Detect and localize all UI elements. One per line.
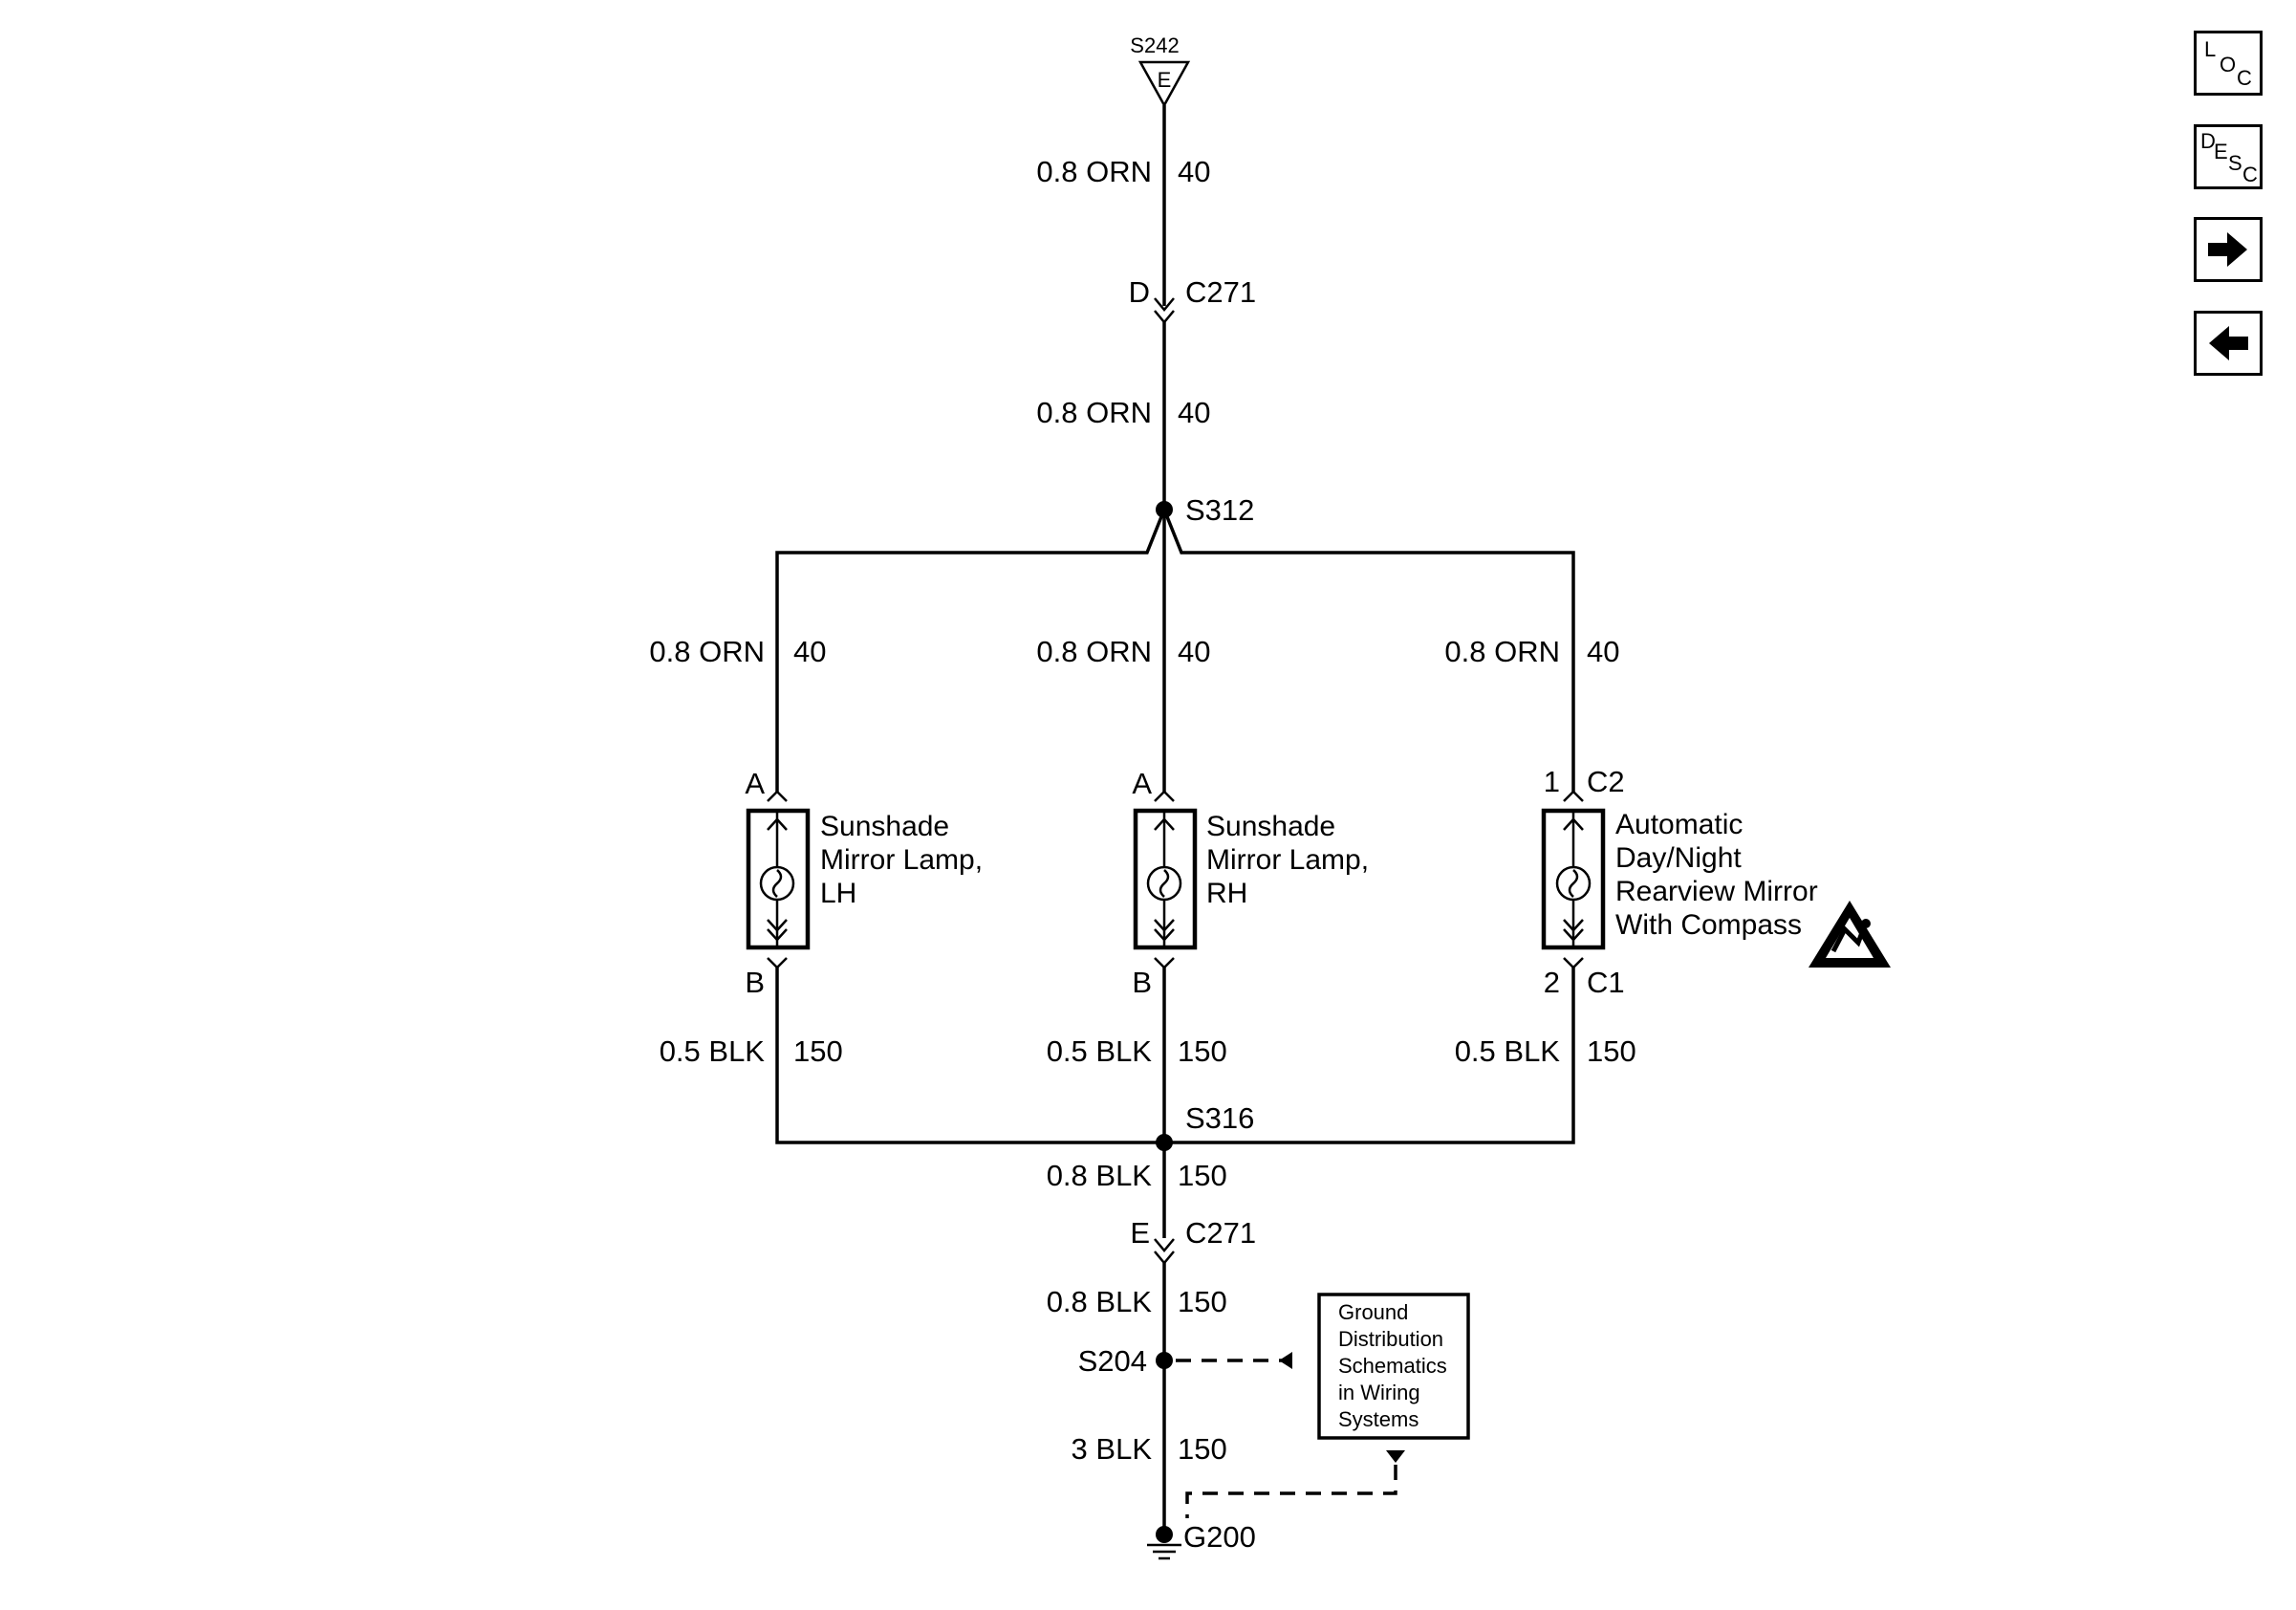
wire-center-upper-circuit: 40 [1178,635,1210,668]
c271-lower-name: C271 [1185,1216,1256,1250]
wire-bottom-1-circuit: 150 [1178,1159,1227,1192]
wire-bottom-3-circuit: 150 [1178,1432,1227,1466]
connector-c271-lower: E C271 [1130,1216,1256,1265]
wire-top-2-gauge: 0.8 ORN [1036,396,1152,429]
loc-letter-c: C [2237,66,2252,90]
wire-left-upper-circuit: 40 [793,635,826,668]
s242-pin: E [1158,68,1172,92]
reference-note-ground-distribution[interactable]: Ground Distribution Schematics in Wiring… [1317,1293,1470,1440]
ground-icon [1147,1543,1181,1560]
left-arrow-icon [2209,326,2248,360]
wire-center-lower-gauge: 0.5 BLK [1047,1034,1153,1068]
ground-label: G200 [1183,1520,1256,1554]
wire-center-upper-gauge: 0.8 ORN [1036,635,1152,668]
desc-letter-s: S [2228,151,2242,175]
splice-s204-label: S204 [1078,1344,1147,1378]
wire-left-branch-upper [775,509,1166,792]
desc-letter-d: D [2200,129,2216,153]
splice-s316-label: S316 [1185,1101,1254,1135]
wire-bottom-2-gauge: 0.8 BLK [1047,1285,1153,1318]
note-line3: Schematics [1338,1354,1447,1378]
component-auto-day-night-mirror: 1 C2 2 C1 Automatic Day/Night Rearview M… [1541,765,1818,999]
component-lh-line2: Mirror Lamp, [820,844,983,876]
note-line5: Systems [1338,1407,1419,1431]
wire-bottom-3-gauge: 3 BLK [1072,1432,1153,1466]
left-bottom-pin: B [745,966,765,999]
s242-label: S242 [1130,33,1179,57]
component-sunshade-lamp-rh: A B Sunshade Mirror Lamp, RH [1132,767,1369,999]
next-button[interactable] [2194,217,2263,282]
prev-button[interactable] [2194,311,2263,376]
right-bottom-connector: C1 [1587,966,1625,999]
desc-letter-c: C [2242,163,2258,186]
component-rh-line1: Sunshade [1206,811,1335,842]
right-arrow-icon [2208,232,2247,267]
component-mirror-line3: Rearview Mirror [1615,876,1818,907]
desc-button[interactable]: D E S C [2194,124,2263,189]
wire-top-1-gauge: 0.8 ORN [1036,155,1152,188]
wire-bottom-1-gauge: 0.8 BLK [1047,1159,1153,1192]
wire-right-branch-upper [1162,509,1575,792]
component-rh-line3: RH [1206,878,1247,909]
right-top-pin: 1 [1544,765,1560,798]
loc-button[interactable]: L O C [2194,31,2263,96]
ref-arrow-up [1386,1450,1405,1463]
esd-warning-icon [1809,901,1891,968]
ref-arrow-left [1279,1352,1292,1369]
wire-left-upper-gauge: 0.8 ORN [649,635,765,668]
wire-center-lower-circuit: 150 [1178,1034,1227,1068]
component-sunshade-lamp-lh: A B Sunshade Mirror Lamp, LH [745,767,983,999]
splice-triangle [1137,60,1191,108]
connector-c271-upper: D C271 [1129,275,1256,324]
right-top-connector: C2 [1587,765,1625,798]
center-bottom-pin: B [1132,966,1152,999]
note-line2: Distribution [1338,1327,1443,1351]
left-top-pin: A [745,767,765,800]
wire-right-lower-gauge: 0.5 BLK [1455,1034,1561,1068]
loc-letter-o: O [2220,53,2237,76]
component-mirror-line2: Day/Night [1615,842,1742,874]
splice-s204-dot [1156,1352,1173,1369]
wire-left-lower-gauge: 0.5 BLK [660,1034,766,1068]
c271-lower-pin: E [1130,1216,1150,1250]
wire-top-1-circuit: 40 [1178,155,1210,188]
note-line1: Ground [1338,1300,1408,1324]
top-splice-s242: S242 E [1130,33,1191,108]
c271-upper-pin: D [1129,275,1150,309]
component-mirror-line4: With Compass [1615,909,1802,941]
wire-bottom-2-circuit: 150 [1178,1285,1227,1318]
note-line4: in Wiring [1338,1381,1420,1404]
loc-letter-l: L [2204,37,2217,61]
c271-upper-name: C271 [1185,275,1256,309]
dashed-ref-line-g200 [1185,1465,1397,1518]
wire-left-lower-circuit: 150 [793,1034,843,1068]
center-top-pin: A [1132,767,1152,800]
wire-right-lower-circuit: 150 [1587,1034,1636,1068]
wire-top-2-circuit: 40 [1178,396,1210,429]
component-lh-line1: Sunshade [820,811,949,842]
ground-g200: G200 [1147,1520,1256,1560]
component-lh-line3: LH [820,878,856,909]
desc-letter-e: E [2214,140,2228,163]
wire-right-upper-circuit: 40 [1587,635,1619,668]
wire-lower-bus [775,968,1575,1144]
right-bottom-pin: 2 [1544,966,1560,999]
wire-right-upper-gauge: 0.8 ORN [1444,635,1560,668]
component-mirror-line1: Automatic [1615,809,1743,840]
splice-s312-label: S312 [1185,493,1254,527]
component-rh-line2: Mirror Lamp, [1206,844,1369,876]
